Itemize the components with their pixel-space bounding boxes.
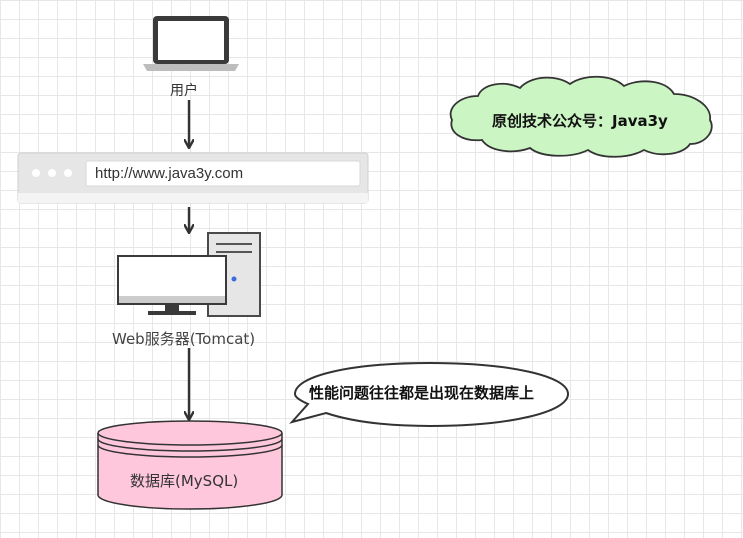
database-cylinder-icon <box>97 420 283 510</box>
speech-bubble-text: 性能问题往往都是出现在数据库上 <box>309 384 535 402</box>
url-text: http://www.java3y.com <box>95 165 244 182</box>
server-computer-icon <box>117 232 261 317</box>
cloud-note-text: 原创技术公众号：Java3y <box>492 112 668 130</box>
speech-bubble <box>289 361 570 428</box>
database-label: 数据库(MySQL) <box>130 472 239 490</box>
laptop-icon <box>143 16 239 71</box>
web-server-label: Web服务器(Tomcat) <box>112 330 256 348</box>
browser-window-icon <box>17 152 369 204</box>
cloud-shape <box>449 75 713 158</box>
url-bar <box>85 160 361 187</box>
user-label: 用户 <box>170 83 198 99</box>
